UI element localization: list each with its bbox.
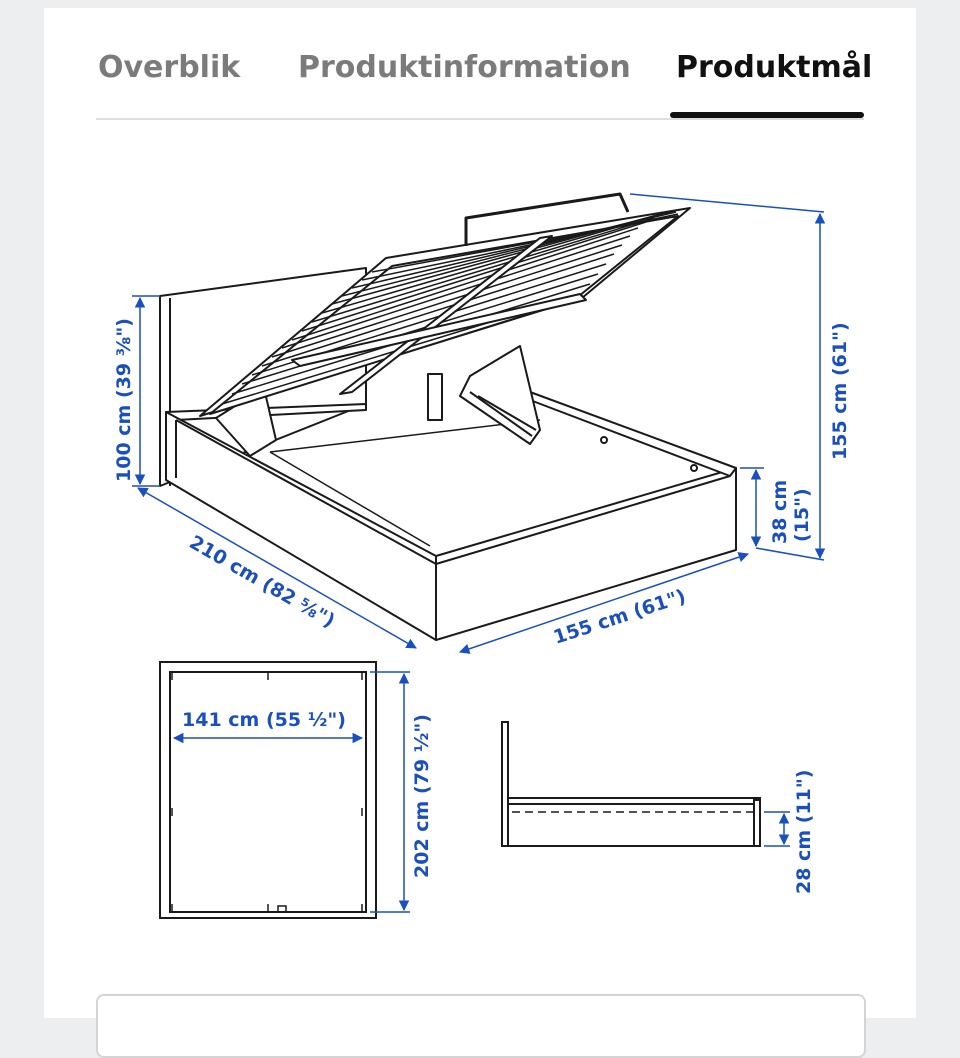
side-height-inches-label: (15") [791, 488, 813, 542]
tab-dimensions[interactable]: Produktmål [676, 50, 873, 85]
bed-side-view-illustration [501, 721, 761, 847]
tab-product-info[interactable]: Produktinformation [298, 50, 631, 85]
inner-width-label: 141 cm (55 ½") [182, 709, 346, 731]
headboard-height-label: 100 cm (39 ⅜") [113, 318, 135, 482]
tab-bar: Overblik Produktinformation Produktmål [44, 8, 916, 120]
bed-top-view-illustration [159, 661, 377, 919]
top-view-dimension-lines [172, 671, 410, 913]
tab-divider [96, 118, 864, 120]
side-height-label: 38 cm [769, 480, 791, 544]
active-tab-indicator [670, 112, 864, 118]
base-height-label: 28 cm (11") [793, 770, 815, 894]
dimension-drawing: 100 cm (39 ⅜") 155 cm (61") 38 cm (15") … [113, 192, 851, 919]
tab-overview[interactable]: Overblik [98, 50, 241, 85]
isometric-dimension-lines [132, 193, 826, 654]
inner-length-label: 202 cm (79 ½") [411, 714, 433, 878]
total-height-label: 155 cm (61") [829, 322, 851, 460]
side-view-dimension-lines [764, 811, 790, 847]
